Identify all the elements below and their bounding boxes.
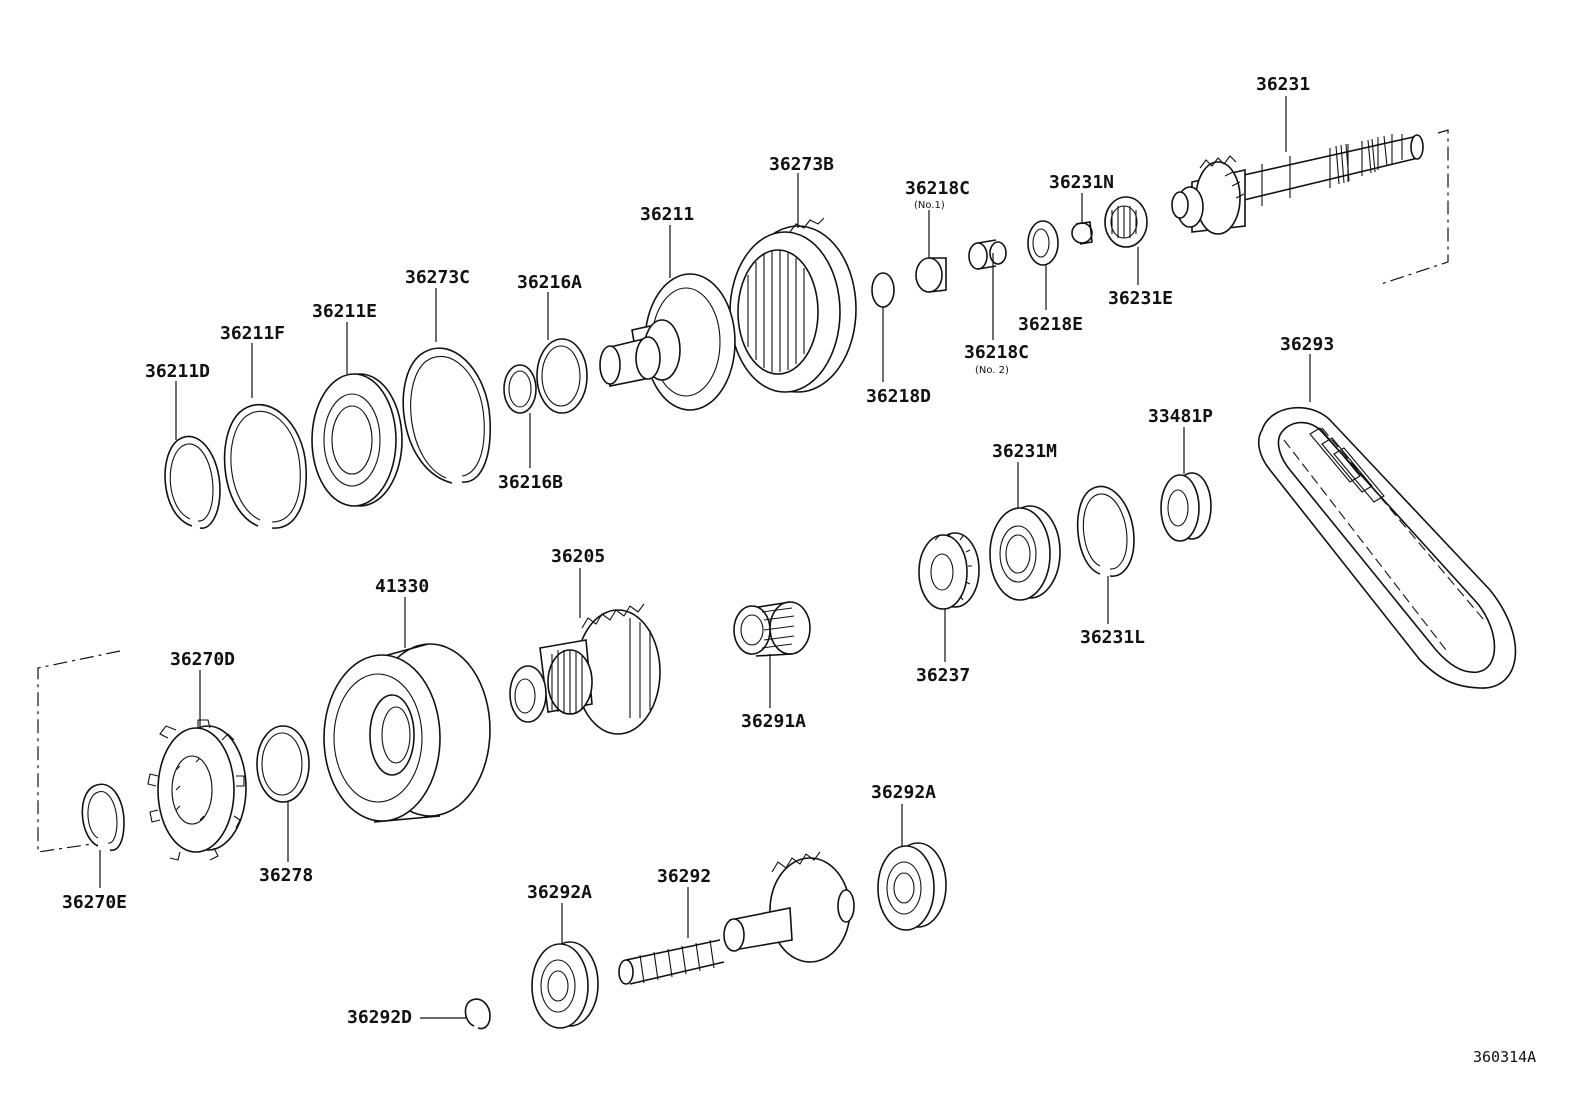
carrier-36211-part: [599, 273, 736, 411]
part-label-36218c-no2: 36218C: [964, 342, 1029, 363]
snap-ring-36270e-part: [81, 783, 125, 851]
part-label-36211f: 36211F: [220, 323, 285, 344]
ring-36216b-part: [503, 364, 537, 414]
figure-code: 360314A: [1473, 1048, 1536, 1066]
chain-36293-part: [1257, 406, 1517, 689]
part-label-36278: 36278: [259, 865, 313, 886]
assembly-boundary-left: [37, 650, 121, 853]
roller-36291a-part: [733, 601, 811, 657]
gear-36205-part: [509, 603, 661, 735]
part-label-36293: 36293: [1280, 334, 1334, 355]
part-label-36211e: 36211E: [312, 301, 377, 322]
part-label-41330: 41330: [375, 576, 429, 597]
part-label-36292a-upper: 36292A: [871, 782, 936, 803]
bearing-36292a-upper-part: [877, 842, 947, 931]
bearing-36211e-part: [311, 373, 403, 507]
part-label-36211: 36211: [640, 204, 694, 225]
part-label-36237: 36237: [916, 665, 970, 686]
ring-36218d-part: [871, 272, 895, 308]
pin-36218c-no2-part: [968, 239, 1007, 270]
part-label-36231e: 36231E: [1108, 288, 1173, 309]
part-label-36231n: 36231N: [1049, 172, 1114, 193]
shaft-36292-part: [618, 851, 855, 985]
part-label-36205: 36205: [551, 546, 605, 567]
ring-36216a-part: [536, 338, 588, 414]
part-label-33481p: 33481P: [1148, 406, 1213, 427]
ring-gear-36273b-part: [729, 217, 857, 393]
washer-36218e-part: [1027, 220, 1059, 266]
bearing-36231m-part: [989, 505, 1061, 601]
needle-bearing-36231n-part: [1071, 221, 1093, 245]
part-label-36211d: 36211D: [145, 361, 210, 382]
bearing-36231e-part: [1104, 196, 1148, 248]
part-sublabel-36218c-no1: (No.1): [914, 200, 945, 211]
snap-ring-36211d-part: [164, 435, 221, 529]
snap-ring-36292d-part: [464, 998, 491, 1030]
gear-36237-part: [918, 532, 980, 610]
sleeve-33481p-part: [1160, 472, 1212, 542]
part-label-36273c: 36273C: [405, 267, 470, 288]
part-sublabel-36218c-no2: (No. 2): [975, 365, 1009, 376]
snap-ring-36211f-part: [223, 403, 307, 529]
part-label-36216b: 36216B: [498, 472, 563, 493]
shaft-36231-part: [1171, 134, 1424, 235]
part-label-36291a: 36291A: [741, 711, 806, 732]
part-labels: 36231 36273B 36218C (No.1) 36231N 36211 …: [62, 74, 1536, 1066]
part-label-36216a: 36216A: [517, 272, 582, 293]
part-label-36292: 36292: [657, 866, 711, 887]
part-label-36270e: 36270E: [62, 892, 127, 913]
part-label-36231l: 36231L: [1080, 627, 1145, 648]
part-label-36218d: 36218D: [866, 386, 931, 407]
part-label-36231: 36231: [1256, 74, 1310, 95]
drum-41330-part: [323, 643, 491, 823]
part-label-36292d: 36292D: [347, 1007, 412, 1028]
part-label-36218e: 36218E: [1018, 314, 1083, 335]
cap-36218c-no1-part: [915, 257, 947, 293]
snap-ring-36231l-part: [1076, 485, 1135, 577]
part-label-36292a-lower: 36292A: [527, 882, 592, 903]
part-label-36218c-no1: 36218C: [905, 178, 970, 199]
snap-ring-36273c-part: [402, 347, 491, 484]
part-label-36270d: 36270D: [170, 649, 235, 670]
part-label-36273b: 36273B: [769, 154, 834, 175]
ring-36278-part: [256, 725, 310, 803]
leader-lines: [99, 96, 1311, 1019]
assembly-boundary-right: [1377, 129, 1449, 286]
hub-36270d-part: [147, 719, 247, 861]
bearing-36292a-lower-part: [531, 941, 599, 1029]
part-label-36231m: 36231M: [992, 441, 1057, 462]
